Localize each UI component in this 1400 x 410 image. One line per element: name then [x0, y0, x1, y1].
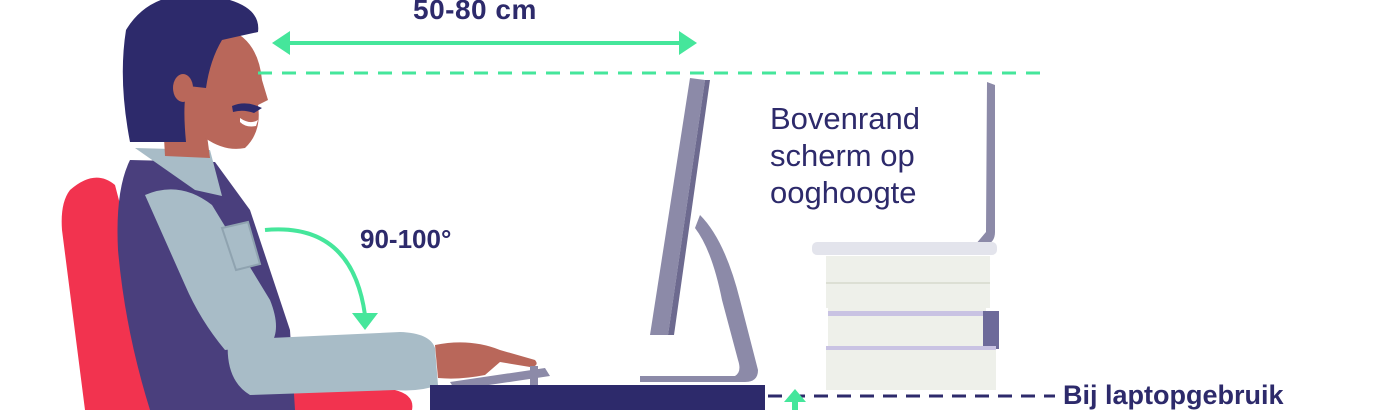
- distance-arrow: [272, 31, 697, 55]
- desk-surface: [430, 385, 765, 410]
- angle-arrow: [264, 227, 378, 330]
- seated-person: [117, 0, 537, 410]
- keyboard: [450, 366, 550, 390]
- monitor: [640, 78, 758, 382]
- screen-top-note: Bovenrand scherm op ooghoogte: [770, 100, 920, 211]
- distance-label: 50-80 cm: [413, 0, 537, 25]
- laptop: [812, 82, 997, 255]
- screen-note-line: Bovenrand: [770, 101, 920, 136]
- up-arrow-icon: [784, 389, 806, 402]
- screen-note-line: scherm op: [770, 138, 915, 173]
- book-stack: [826, 256, 999, 390]
- laptop-usage-label: Bij laptopgebruik: [1063, 380, 1284, 410]
- angle-label: 90-100°: [360, 224, 452, 254]
- screen-note-line: ooghoogte: [770, 175, 917, 210]
